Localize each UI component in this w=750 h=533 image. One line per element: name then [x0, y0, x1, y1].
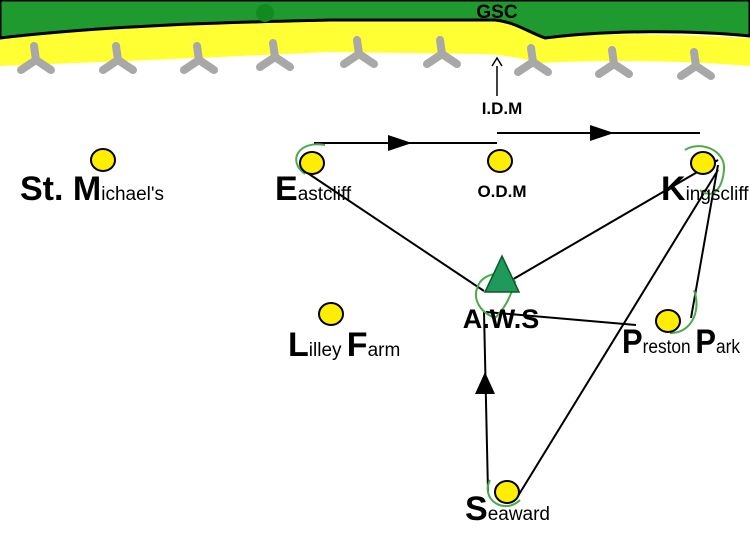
loop-seaward: [486, 479, 521, 507]
aws-triangle-icon: [483, 254, 521, 293]
label-eastcliff: Eastcliff: [275, 170, 352, 208]
coastline: GSC: [0, 0, 750, 66]
beach-strip: [0, 20, 750, 66]
line-aws-preston: [485, 311, 637, 326]
label-odm: O.D.M: [477, 182, 526, 201]
arrow-east-2: [590, 125, 614, 141]
label-aws: A.W.S: [463, 304, 540, 334]
groyne: [423, 36, 461, 68]
gsc-title: GSC: [476, 2, 517, 23]
dot-seaward: [494, 480, 520, 504]
dot-lilley-farm: [318, 302, 344, 326]
line-eastcliff-aws: [305, 171, 485, 292]
land: [0, 0, 750, 40]
groyne: [677, 48, 715, 80]
groyne: [595, 46, 633, 78]
location-dots: [90, 148, 716, 504]
groyne: [180, 42, 218, 74]
dot-preston-park: [655, 309, 681, 333]
line-kingscliff-seaward: [517, 169, 719, 497]
label-st-michaels: St. Michael's: [20, 170, 164, 208]
label-kingscliff: Kingscliff: [661, 170, 749, 208]
idm-arrow: [491, 56, 503, 96]
line-seaward-aws: [483, 311, 489, 493]
label-lilley-farm: Lilley Farm: [288, 326, 400, 364]
groyne: [256, 39, 294, 71]
idm-label: I.D.M: [482, 99, 523, 118]
arrow-east: [388, 135, 412, 151]
line-aws-kingscliff: [497, 159, 719, 289]
dot-st-michaels: [90, 148, 116, 172]
dot-kingscliff: [690, 151, 716, 175]
dot-eastcliff: [299, 151, 325, 175]
label-preston-park: Preston Park: [622, 323, 740, 361]
loop-kingscliff: [684, 145, 726, 195]
loop-eastcliff: [295, 143, 326, 175]
loop-preston: [669, 289, 698, 335]
arrow-north: [475, 372, 495, 394]
groyne: [340, 36, 378, 68]
groyne: [514, 44, 552, 76]
land-marker: [256, 4, 274, 22]
label-seaward: Seaward: [465, 490, 550, 528]
groynes: [17, 36, 715, 80]
groyne: [99, 42, 137, 74]
groyne: [17, 42, 55, 74]
direction-arrows: [388, 125, 614, 394]
dot-odm: [487, 149, 513, 173]
